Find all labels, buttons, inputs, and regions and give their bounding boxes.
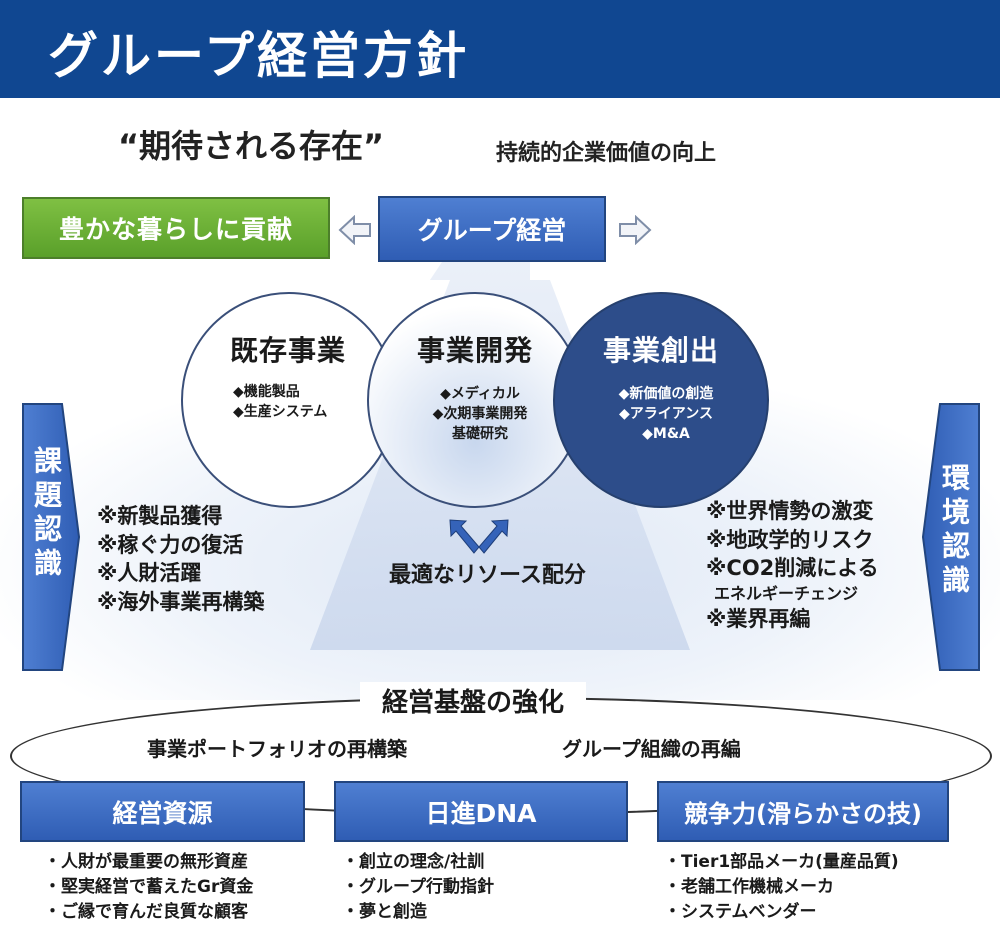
pillar-dna-list: ・創立の理念/社訓 ・グループ行動指針 ・夢と創造 <box>342 850 494 925</box>
environment-item: ※地政学的リスク <box>706 527 874 552</box>
arrow-right-icon <box>619 215 652 245</box>
environment-recognition-label: 環境認識 <box>938 463 971 599</box>
resource-allocation-label: 最適なリソース配分 <box>389 563 586 588</box>
pillar-item: ・ご縁で育んだ良質な顧客 <box>44 902 248 922</box>
pillar-item: ・夢と創造 <box>342 902 427 922</box>
circle-item: ◆M&A <box>642 426 690 442</box>
circle-item: ◆メディカル <box>440 386 520 402</box>
pillar-item: ・グループ行動指針 <box>342 877 494 897</box>
environment-item: ※CO2削減による <box>706 556 879 580</box>
circle-item: ◆アライアンス <box>619 406 713 422</box>
pillar-item: ・システムベンダー <box>664 902 817 922</box>
environment-item: ※業界再編 <box>706 606 811 631</box>
pillar-competitiveness-box: 競争力(滑らかさの技) <box>657 781 949 842</box>
pillar-dna-box: 日進DNA <box>334 781 628 842</box>
pillar-competitiveness-list: ・Tier1部品メーカ(量産品質) ・老舗工作機械メーカ ・システムベンダー <box>664 850 899 925</box>
pillar-resources-box: 経営資源 <box>20 781 305 842</box>
circle-item: ◆次期事業開発 <box>432 406 528 422</box>
business-creation-list: ◆新価値の創造 ◆アライアンス ◆M&A <box>596 384 736 444</box>
foundation-sub-right: グループ組織の再編 <box>562 737 741 761</box>
business-development-list: ◆メディカル ◆次期事業開発 基礎研究 <box>410 384 550 444</box>
pillar-item: ・人財が最重要の無形資産 <box>44 852 248 872</box>
existing-business-circle <box>181 292 397 508</box>
header-bar: グループ経営方針 <box>0 0 1000 98</box>
business-development-circle <box>367 292 583 508</box>
issue-list: ※新製品獲得 ※稼ぐ力の復活 ※人財活躍 ※海外事業再構築 <box>97 502 264 616</box>
pillar-item: ・Tier1部品メーカ(量産品質) <box>664 852 899 872</box>
mission-subtitle: 持続的企業価値の向上 <box>496 141 717 166</box>
group-management-box: グループ経営 <box>378 196 606 262</box>
foundation-sub-left: 事業ポートフォリオの再構築 <box>147 737 407 761</box>
business-creation-circle <box>553 292 769 508</box>
environment-list: ※世界情勢の激変 ※地政学的リスク ※CO2削減による エネルギーチェンジ ※業… <box>706 497 879 633</box>
pillar-item: ・老舗工作機械メーカ <box>664 877 834 897</box>
mission-quote: “期待される存在” <box>118 127 385 165</box>
issue-item: ※人財活躍 <box>97 561 202 585</box>
foundation-title: 経営基盤の強化 <box>360 682 587 719</box>
issue-item: ※海外事業再構築 <box>97 589 265 614</box>
existing-business-list: ◆機能製品 ◆生産システム <box>233 382 353 422</box>
issue-item: ※新製品獲得 <box>97 504 223 528</box>
issue-item: ※稼ぐ力の復活 <box>97 532 244 557</box>
arrow-left-icon <box>338 215 371 245</box>
business-development-title: 事業開発 <box>417 334 534 367</box>
issue-recognition-arrow <box>22 403 80 671</box>
page-title: グループ経営方針 <box>48 27 469 85</box>
pillar-item: ・創立の理念/社訓 <box>342 852 485 872</box>
existing-business-title: 既存事業 <box>230 334 347 367</box>
business-creation-title: 事業創出 <box>603 334 720 367</box>
issue-recognition-label: 課題認識 <box>30 446 63 582</box>
circle-item: ◆生産システム <box>233 404 328 420</box>
circle-item: ◆新価値の創造 <box>618 386 714 402</box>
circle-item: 基礎研究 <box>452 426 508 442</box>
environment-item: ※世界情勢の激変 <box>706 499 874 523</box>
circle-item: ◆機能製品 <box>233 384 300 400</box>
pillar-resources-list: ・人財が最重要の無形資産 ・堅実経営で蓄えたGr資金 ・ご縁で育んだ良質な顧客 <box>44 850 253 925</box>
environment-recognition-arrow <box>922 403 980 671</box>
resource-arrows-icon <box>449 519 509 554</box>
goal-left-box: 豊かな暮らしに貢献 <box>22 197 330 259</box>
environment-item: エネルギーチェンジ <box>714 583 859 603</box>
pillar-item: ・堅実経営で蓄えたGr資金 <box>44 877 254 897</box>
